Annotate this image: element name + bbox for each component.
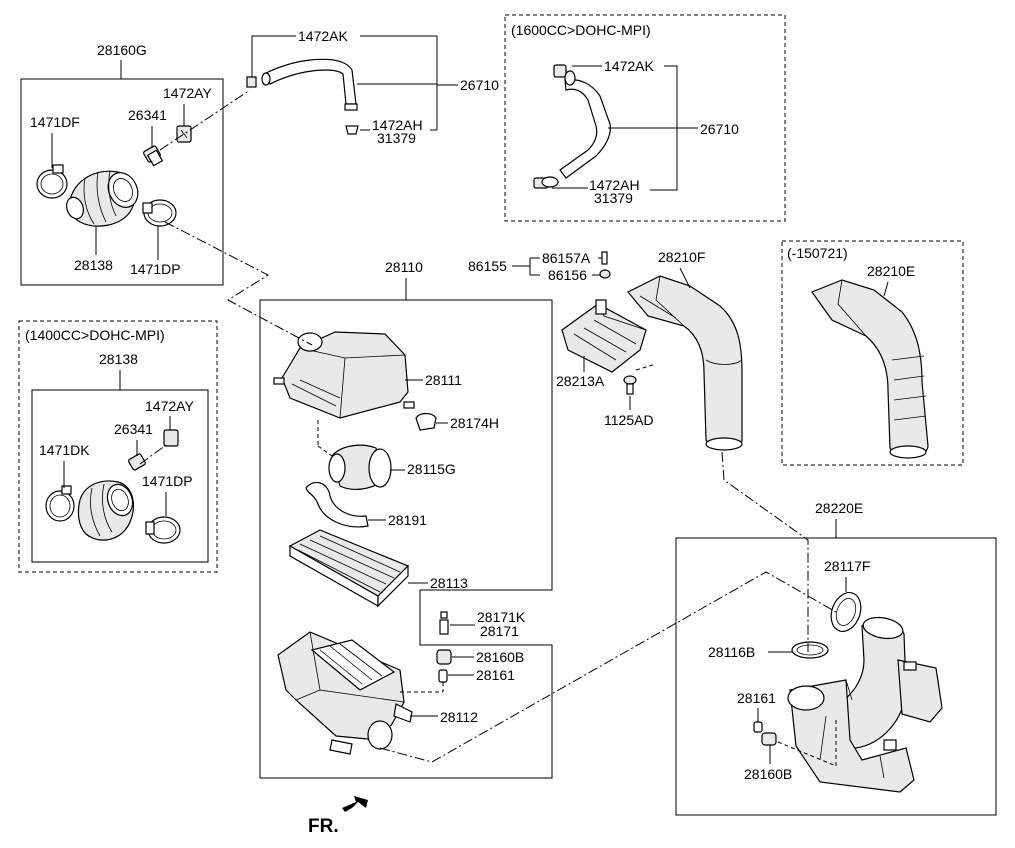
label-variant-1400cc: (1400CC>DOHC-MPI) xyxy=(25,327,165,343)
group-28160G-frame xyxy=(20,78,224,286)
label-28210E: 28210E xyxy=(867,263,915,279)
group-28110-frame xyxy=(259,299,553,779)
duct-28210E-drawing xyxy=(811,279,929,459)
variant-1400cc-frame xyxy=(18,320,218,573)
bolt-28171-drawing xyxy=(439,611,449,635)
connector-hose-to-cover xyxy=(164,221,313,346)
label-28160B-right: 28160B xyxy=(744,766,792,782)
screw-1125AD-drawing xyxy=(623,375,637,395)
label-86157A: 86157A xyxy=(542,250,591,266)
label-1472AK-1600cc: 1472AK xyxy=(604,58,654,74)
clip-1472AY-drawing xyxy=(176,125,192,143)
label-1471DP-lower: 1471DP xyxy=(142,473,193,489)
grommet-28160B-drawing xyxy=(436,649,452,665)
label-28115G: 28115G xyxy=(407,461,456,477)
label-28171: 28171 xyxy=(480,623,519,639)
label-26710-1600cc: 26710 xyxy=(700,121,739,137)
sensor-26341-lower-drawing xyxy=(128,453,146,471)
label-28112: 28112 xyxy=(440,709,478,725)
sensor-26341-drawing xyxy=(143,145,164,167)
label-28160B: 28160B xyxy=(476,649,524,665)
label-26341-lower: 26341 xyxy=(114,421,153,437)
label-1125AD: 1125AD xyxy=(604,412,654,428)
variant-1600cc-frame xyxy=(504,14,786,222)
label-1472AH-1600cc: 1472AH xyxy=(589,177,640,193)
label-1471DF: 1471DF xyxy=(30,114,80,130)
clamp-1471DP-lower-drawing xyxy=(145,516,181,544)
hose-28191-drawing xyxy=(305,481,369,528)
duct-28115G-drawing xyxy=(328,444,392,490)
label-1472AY: 1472AY xyxy=(163,85,212,101)
label-28191: 28191 xyxy=(388,512,427,528)
label-28113: 28113 xyxy=(430,575,468,591)
label-28117F: 28117F xyxy=(824,558,870,574)
label-1471DP-upper: 1471DP xyxy=(130,261,181,277)
label-86156: 86156 xyxy=(548,267,587,283)
label-26341: 26341 xyxy=(128,107,167,123)
hose-1400cc-drawing xyxy=(77,480,135,541)
label-variant-150721: (-150721) xyxy=(787,245,848,261)
label-28213A: 28213A xyxy=(556,373,605,389)
label-variant-1600cc: (1600CC>DOHC-MPI) xyxy=(511,22,651,38)
label-group-28110: 28110 xyxy=(385,259,423,275)
label-28210F: 28210F xyxy=(658,249,705,265)
breather-hose-1600cc-drawing xyxy=(533,64,611,189)
label-28111: 28111 xyxy=(425,372,462,388)
label-28171K: 28171K xyxy=(477,609,526,625)
label-28161: 28161 xyxy=(476,667,515,683)
upper-cover-28111-drawing xyxy=(273,331,415,419)
clip-28174H-drawing xyxy=(415,412,437,431)
clamp-1471DK-drawing xyxy=(45,485,75,522)
clamp-1471DP-drawing xyxy=(142,199,177,227)
duct-28210F-drawing xyxy=(627,275,743,451)
pin-28161-drawing xyxy=(438,669,448,683)
connector-case-to-duct xyxy=(379,571,837,763)
front-arrow-icon xyxy=(342,796,368,812)
breather-hose-26710-drawing xyxy=(246,58,359,135)
pin-28161-right-drawing xyxy=(753,721,763,733)
label-1471DK: 1471DK xyxy=(39,442,90,458)
label-group-28138: 28138 xyxy=(99,351,138,367)
label-28116B: 28116B xyxy=(708,644,755,660)
clip-1472AY-lower-drawing xyxy=(163,429,179,447)
label-group-28220E: 28220E xyxy=(815,500,863,516)
label-28161-right: 28161 xyxy=(737,690,776,706)
clamp-1471DF-drawing xyxy=(36,164,68,199)
seal-28117F-drawing xyxy=(830,592,862,632)
label-86155: 86155 xyxy=(468,258,507,274)
label-group-28160G: 28160G xyxy=(97,42,147,58)
lower-case-28112-drawing xyxy=(277,631,413,755)
label-1472AH-top: 1472AH xyxy=(372,117,423,133)
label-28138-upper: 28138 xyxy=(74,257,113,273)
intake-duct-28220E-drawing xyxy=(787,616,943,793)
label-31379-1600cc: 31379 xyxy=(594,190,633,206)
label-28174H: 28174H xyxy=(450,415,499,431)
connector-duct-to-seal xyxy=(721,451,809,652)
label-31379-top: 31379 xyxy=(377,130,416,146)
label-26710-top: 26710 xyxy=(460,77,499,93)
filter-element-28113-drawing xyxy=(288,529,410,608)
front-direction-label: FR. xyxy=(308,816,339,837)
seal-28116B-drawing xyxy=(791,641,829,659)
label-1472AK-top: 1472AK xyxy=(298,28,348,44)
hose-28138-drawing xyxy=(65,170,139,227)
grommet-28160B-right-drawing xyxy=(761,732,777,746)
clip-86157A-drawing xyxy=(599,251,611,279)
label-1472AY-lower: 1472AY xyxy=(145,398,194,414)
resonator-28213A-drawing xyxy=(561,299,647,373)
